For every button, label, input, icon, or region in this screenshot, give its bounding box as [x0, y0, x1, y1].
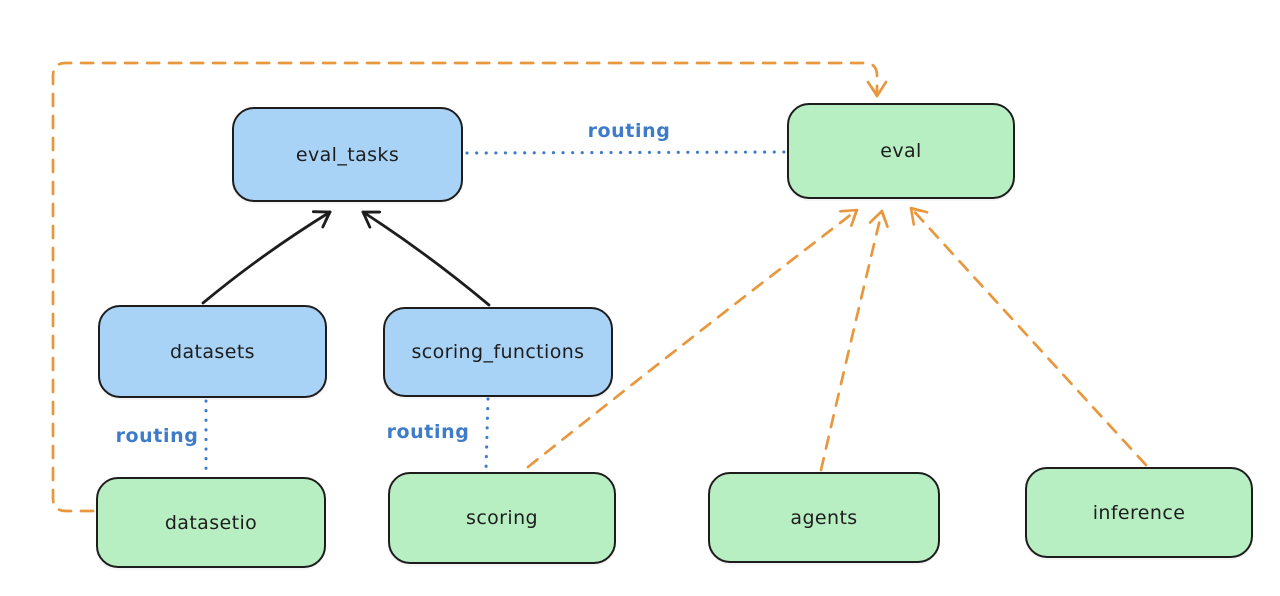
node-datasetio-label: datasetio: [164, 511, 258, 534]
node-datasets: datasets: [98, 305, 327, 398]
node-scoring-label: scoring: [466, 507, 538, 529]
node-agents: agents: [708, 472, 940, 563]
node-datasets-label: datasets: [170, 340, 255, 363]
edge-datasetio-to-eval-loop: [51, 61, 888, 513]
edge-routing-scoring-functions-to-scoring: [484, 397, 490, 471]
node-scoring-functions: scoring_functions: [383, 307, 613, 397]
node-eval-tasks: eval_tasks: [232, 107, 463, 202]
node-eval: eval: [787, 103, 1015, 199]
edge-agents-to-eval: [819, 209, 889, 472]
routing-label-scoring: routing: [386, 421, 470, 443]
node-scoring-functions-label: scoring_functions: [411, 341, 585, 363]
node-datasetio: datasetio: [96, 477, 326, 568]
edge-scoring-to-eval: [526, 208, 859, 469]
node-scoring: scoring: [388, 472, 616, 564]
routing-label-top: routing: [587, 120, 671, 142]
node-inference-label: inference: [1092, 501, 1186, 524]
edge-routing-eval-tasks-to-eval: [465, 150, 786, 155]
edge-datasets-to-eval-tasks: [201, 210, 332, 305]
node-eval-label: eval: [880, 140, 922, 162]
edge-scoring-functions-to-eval-tasks: [361, 210, 491, 307]
node-eval-tasks-label: eval_tasks: [295, 143, 400, 166]
edge-inference-to-eval: [909, 206, 1148, 467]
node-agents-label: agents: [790, 506, 858, 529]
routing-label-datasets: routing: [115, 425, 199, 447]
node-inference: inference: [1025, 467, 1253, 558]
